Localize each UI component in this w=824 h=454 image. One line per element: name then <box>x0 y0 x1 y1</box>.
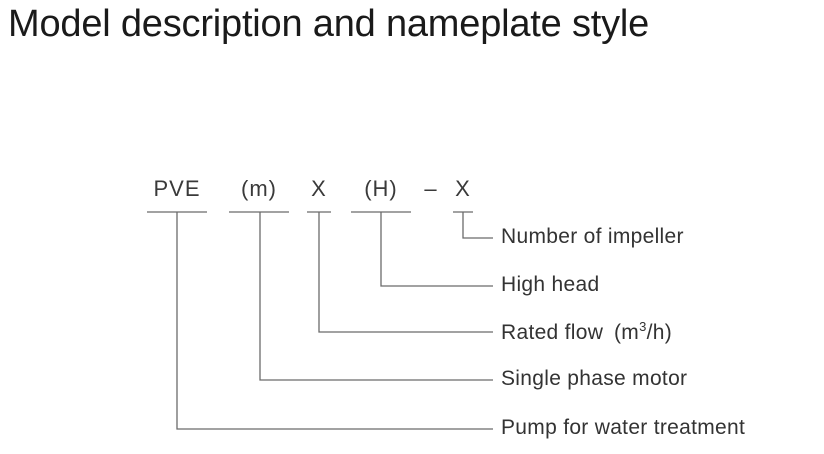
desc-head: High head <box>501 273 600 296</box>
leader-flow <box>318 212 493 333</box>
leader-impeller <box>462 212 493 239</box>
desc-flow: Rated flow (m3/h) <box>501 319 672 345</box>
desc-motor: Single phase motor <box>501 367 688 390</box>
code-segment-motor: (m) <box>241 176 277 201</box>
desc-flow-suffix: /h) <box>646 321 673 344</box>
leader-pump <box>176 212 493 430</box>
desc-pump: Pump for water treatment <box>501 416 746 439</box>
code-segment-head: (H) <box>364 176 398 201</box>
leader-head <box>380 212 493 287</box>
code-segment-impeller: X <box>455 176 471 201</box>
code-separator: – <box>424 176 438 201</box>
page-title: Model description and nameplate style <box>8 3 650 45</box>
code-segment-pve: PVE <box>153 176 201 201</box>
code-segment-flow: X <box>311 176 327 201</box>
desc-impeller: Number of impeller <box>501 225 684 248</box>
desc-flow-sup: 3 <box>639 319 647 334</box>
leader-motor <box>259 212 493 381</box>
desc-flow-prefix: Rated flow (m <box>501 321 640 344</box>
